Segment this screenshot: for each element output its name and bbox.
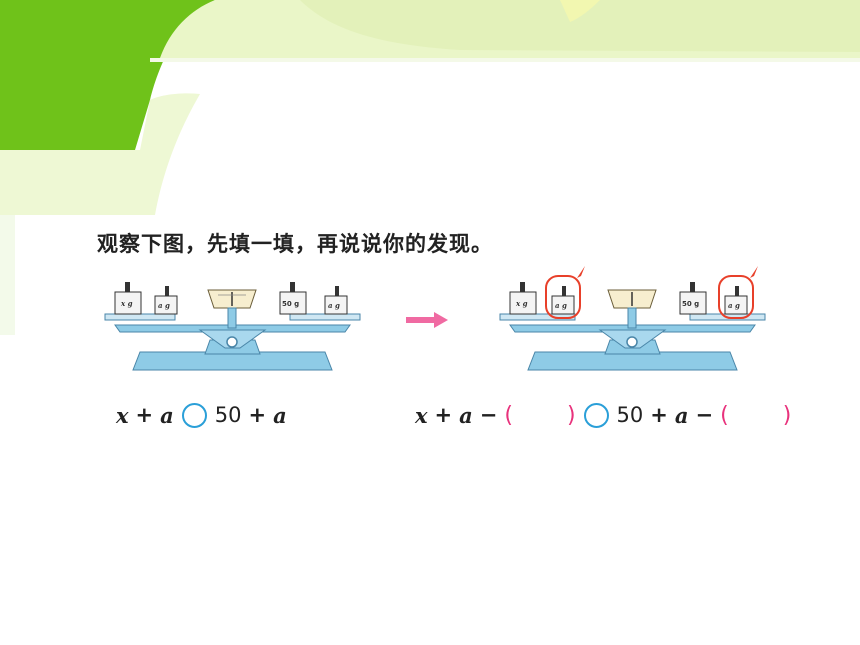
svg-text:x g: x g (120, 299, 133, 308)
weight-x: x g (509, 282, 537, 315)
term-a: a (160, 402, 174, 428)
svg-text:a g: a g (728, 301, 740, 310)
pink-arrow-icon (406, 312, 448, 328)
plus-sign: + (434, 403, 453, 427)
instruction-text: 观察下图，先填一填，再说说你的发现。 (97, 232, 493, 256)
minus-sign: − (479, 403, 498, 427)
equation-left: x + a 50 + a (116, 398, 287, 432)
balance-scale-left: x g a g 50 g a g (104, 282, 361, 371)
comparison-blank-circle[interactable] (181, 402, 207, 428)
number-50: 50 (214, 403, 242, 427)
weight-a: a g (154, 286, 178, 315)
close-paren: ) (566, 402, 576, 428)
minus-sign: − (695, 403, 714, 427)
svg-text:a g: a g (328, 301, 340, 310)
weight-a-highlighted: a g (545, 266, 585, 319)
close-paren: ) (782, 402, 792, 428)
number-50: 50 (616, 403, 644, 427)
term-a: a (273, 402, 287, 428)
svg-text:a g: a g (555, 301, 567, 310)
weight-50: 50 g (279, 282, 307, 315)
svg-text:50 g: 50 g (282, 300, 299, 308)
term-a: a (674, 402, 689, 428)
comparison-blank-circle[interactable] (583, 402, 609, 428)
term-x: x (116, 402, 129, 428)
open-paren: ( (720, 402, 729, 428)
open-paren: ( (504, 402, 513, 428)
weight-a: a g (324, 286, 348, 315)
green-swoosh-shape (0, 0, 215, 150)
weight-a-highlighted: a g (718, 266, 758, 319)
term-x: x (415, 402, 428, 428)
plus-sign: + (135, 403, 154, 427)
svg-text:50 g: 50 g (682, 300, 699, 308)
light-green-panel (0, 93, 200, 215)
svg-text:x g: x g (515, 299, 528, 308)
plus-sign: + (248, 403, 267, 427)
term-a: a (459, 402, 473, 428)
equation-right: x + a − ( ) 50 + a − ( ) (415, 398, 791, 432)
weight-x: x g (114, 282, 142, 315)
weight-50: 50 g (679, 282, 707, 315)
plus-sign: + (650, 403, 668, 427)
balance-scale-right: x g a g 50 g a g (499, 266, 766, 371)
svg-text:a g: a g (158, 301, 170, 310)
